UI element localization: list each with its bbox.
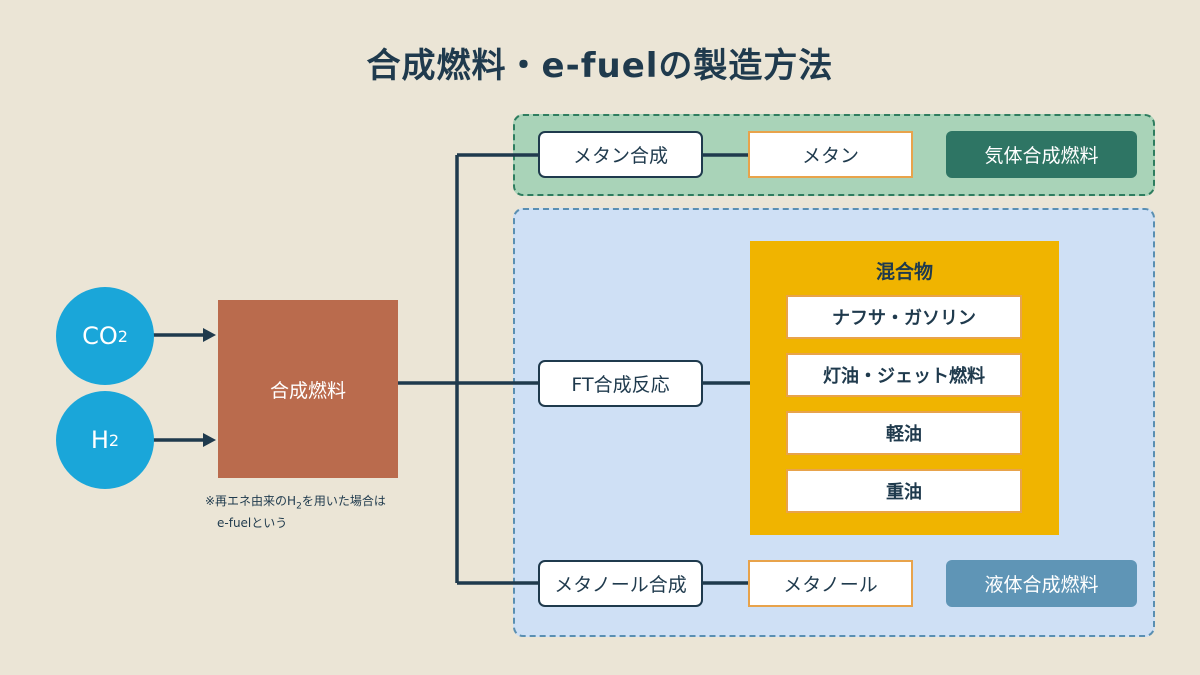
mixture-item-label: 軽油 xyxy=(886,424,922,445)
methane-synthesis-label: メタン合成 xyxy=(572,145,668,167)
co2-arrow-head xyxy=(203,328,216,342)
co2-label: CO xyxy=(82,322,118,350)
note-line-2: e-fuelという xyxy=(217,516,288,531)
note-subscript: 2 xyxy=(296,501,302,512)
mixture-item-heavy-oil: 重油 xyxy=(786,469,1022,513)
note-text-b: を用いた場合は xyxy=(301,494,386,508)
note-line-1: ※再エネ由来のH2を用いた場合は xyxy=(205,493,386,515)
methanol-product-box: メタノール xyxy=(748,560,913,607)
synthetic-fuel-source-box: 合成燃料 xyxy=(218,300,398,478)
mixture-item-label: ナフサ・ガソリン xyxy=(832,308,976,329)
ft-synthesis-label: FT合成反応 xyxy=(571,374,670,396)
mixture-item-kerosene: 灯油・ジェット燃料 xyxy=(786,353,1022,397)
methanol-synthesis-label: メタノール合成 xyxy=(554,574,687,596)
h2-label: H xyxy=(90,426,109,454)
liquid-fuel-badge-label: 液体合成燃料 xyxy=(984,574,1099,596)
note-text-a: ※再エネ由来のH xyxy=(205,494,297,508)
mixture-item-label: 重油 xyxy=(886,482,922,503)
methanol-synthesis-box: メタノール合成 xyxy=(538,560,703,607)
methane-product-label: メタン xyxy=(801,145,859,167)
methane-product-box: メタン xyxy=(748,131,913,178)
mixture-item-diesel: 軽油 xyxy=(786,411,1022,455)
page-title: 合成燃料・e-fuelの製造方法 xyxy=(366,46,834,86)
h2-arrow-head xyxy=(203,433,216,447)
mixture-item-naphtha: ナフサ・ガソリン xyxy=(786,295,1022,339)
co2-subscript: 2 xyxy=(117,326,128,346)
gas-fuel-badge-label: 気体合成燃料 xyxy=(984,145,1099,167)
h2-subscript: 2 xyxy=(108,430,120,450)
source-label: 合成燃料 xyxy=(269,379,346,402)
methane-synthesis-box: メタン合成 xyxy=(538,131,703,178)
methanol-product-label: メタノール xyxy=(783,574,878,596)
gas-fuel-badge: 気体合成燃料 xyxy=(946,131,1137,178)
mixture-item-label: 灯油・ジェット燃料 xyxy=(823,366,985,387)
e-fuel-note: ※再エネ由来のH2を用いた場合は e-fuelという xyxy=(205,493,386,532)
mixture-title: 混合物 xyxy=(875,261,933,283)
liquid-fuel-badge: 液体合成燃料 xyxy=(946,560,1137,607)
ft-synthesis-box: FT合成反応 xyxy=(538,360,703,407)
